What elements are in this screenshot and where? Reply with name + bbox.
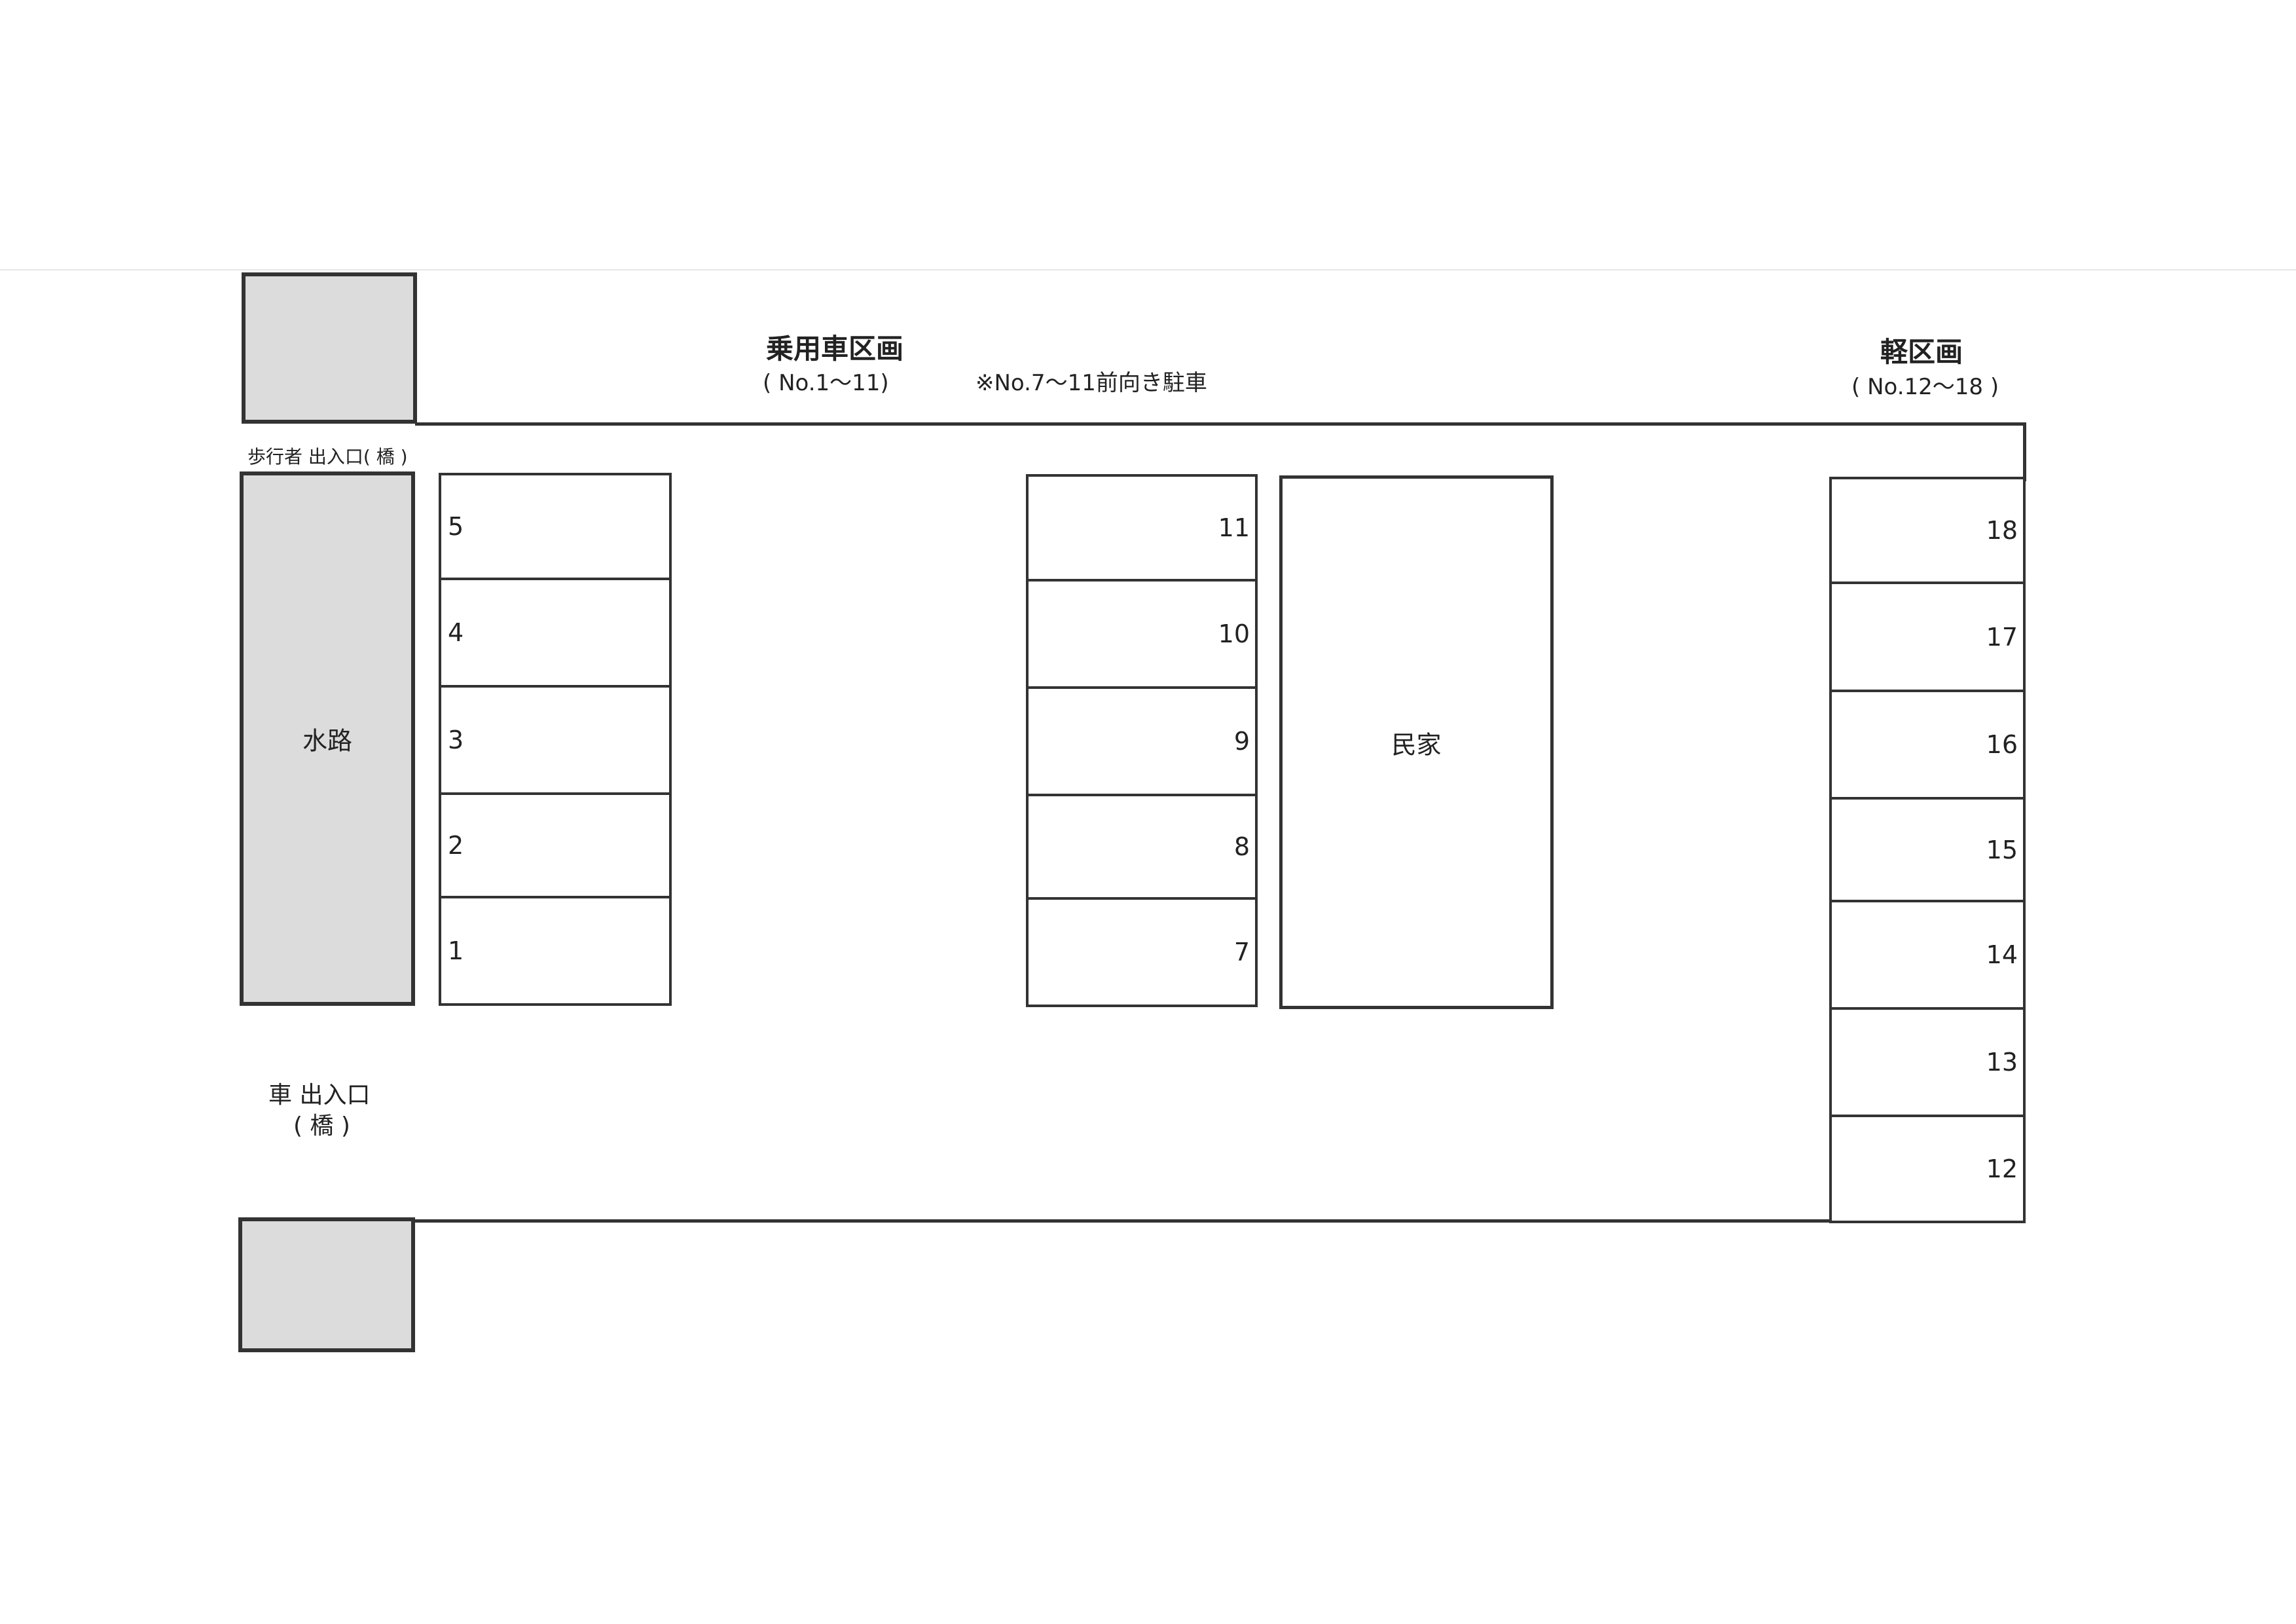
spot-column-left: 5 4 3 2 1 [439, 473, 672, 1006]
spot-number: 5 [448, 512, 464, 541]
private-house: 民家 [1279, 475, 1554, 1009]
parking-spot-5[interactable]: 5 [439, 473, 672, 580]
parking-spot-2[interactable]: 2 [439, 795, 672, 898]
spot-number: 13 [1986, 1048, 2018, 1077]
spot-number: 3 [448, 726, 464, 754]
parking-spot-8[interactable]: 8 [1026, 796, 1258, 900]
spot-number: 2 [448, 831, 464, 860]
spot-number: 11 [1218, 513, 1250, 542]
spot-number: 9 [1233, 727, 1250, 756]
spot-number: 7 [1233, 938, 1250, 967]
parking-spot-7[interactable]: 7 [1026, 900, 1258, 1007]
parking-spot-13[interactable]: 13 [1829, 1010, 2026, 1117]
scan-artifact-line [0, 269, 2296, 270]
car-section-note: ※No.7～11前向き駐車 [975, 370, 1207, 396]
spot-column-middle: 11 10 9 8 7 [1026, 474, 1258, 1007]
car-entrance-label-line2: ( 橋 ) [293, 1113, 350, 1139]
spot-number: 12 [1986, 1154, 2018, 1183]
bottom-bridge-block [238, 1217, 415, 1352]
parking-spot-14[interactable]: 14 [1829, 902, 2026, 1010]
parking-spot-3[interactable]: 3 [439, 688, 672, 795]
car-section-range: ( No.1～11) [763, 370, 889, 396]
waterway-label: 水路 [302, 726, 353, 756]
kei-section-range: ( No.12～18 ) [1851, 374, 1999, 400]
spot-number: 8 [1233, 832, 1250, 861]
top-bridge-block [242, 272, 417, 424]
waterway: 水路 [240, 471, 415, 1006]
spot-column-right: 18 17 16 15 14 13 12 [1829, 477, 2026, 1223]
spot-number: 10 [1218, 619, 1250, 648]
parking-spot-1[interactable]: 1 [439, 898, 672, 1006]
parking-spot-10[interactable]: 10 [1026, 581, 1258, 689]
spot-number: 14 [1986, 940, 2018, 969]
parking-spot-16[interactable]: 16 [1829, 692, 2026, 800]
parking-spot-9[interactable]: 9 [1026, 689, 1258, 796]
spot-number: 15 [1986, 835, 2018, 864]
spot-number: 17 [1986, 622, 2018, 652]
parking-spot-12[interactable]: 12 [1829, 1117, 2026, 1223]
spot-number: 4 [448, 618, 464, 647]
lot-bottom-boundary [412, 1219, 1831, 1223]
car-section-title: 乗用車区画 [766, 333, 904, 365]
spot-number: 16 [1986, 730, 2018, 759]
pedestrian-entrance-label: 歩行者 出入口( 橋 ) [247, 446, 408, 468]
spot-number: 18 [1986, 516, 2018, 545]
private-house-label: 民家 [1391, 730, 1442, 759]
parking-spot-15[interactable]: 15 [1829, 800, 2026, 902]
spot-number: 1 [448, 936, 464, 965]
kei-section-title: 軽区画 [1880, 336, 1963, 368]
parking-spot-11[interactable]: 11 [1026, 474, 1258, 581]
lot-right-boundary-upper [2023, 422, 2026, 481]
car-entrance-label-line1: 車 出入口 [268, 1082, 371, 1109]
parking-spot-17[interactable]: 17 [1829, 584, 2026, 692]
lot-top-boundary [415, 422, 2026, 426]
parking-spot-4[interactable]: 4 [439, 580, 672, 688]
parking-spot-18[interactable]: 18 [1829, 477, 2026, 584]
